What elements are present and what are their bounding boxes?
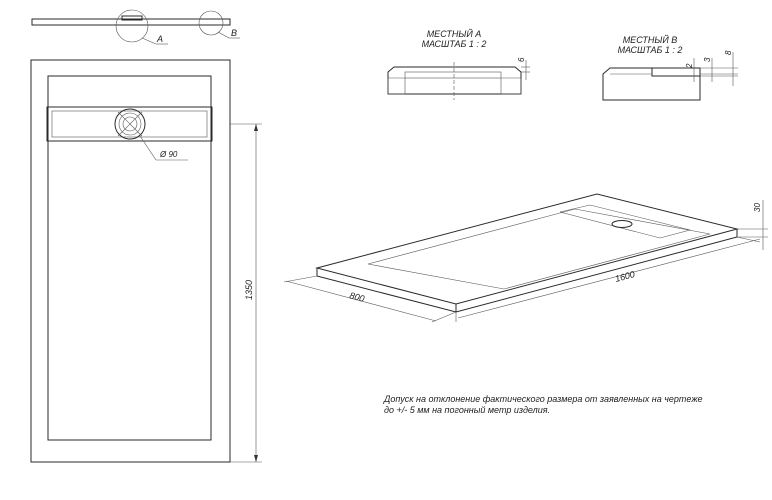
detail-b-dim-3: 8: [724, 50, 733, 55]
drain-circle: [114, 108, 146, 140]
detail-b-dim-2: 3: [703, 57, 712, 62]
callout-b-circle: [198, 10, 224, 36]
plan-view: Ø 90 1350: [30, 59, 262, 463]
iso-height-label: 30: [753, 203, 762, 212]
length-label: 1350: [244, 280, 254, 300]
iso-width-label: 800: [348, 290, 365, 304]
tolerance-note: Допуск на отклонение фактического размер…: [384, 394, 703, 415]
detail-a-dim: 6: [517, 57, 526, 62]
tray-outline: [30, 59, 231, 463]
detail-b-scale: МАСШТАБ 1 : 2: [618, 45, 683, 55]
callout-b-label: B: [231, 28, 237, 38]
detail-a: МЕСТНЫЙ А МАСШТАБ 1 : 2 6: [387, 28, 530, 100]
iso-top-face: [315, 193, 739, 305]
tray-inner: [47, 75, 212, 441]
detail-a-title: МЕСТНЫЙ А: [427, 28, 482, 39]
detail-a-scale: МАСШТАБ 1 : 2: [422, 39, 487, 49]
detail-b-dim-1: 2: [685, 63, 694, 69]
iso-length-label: 1600: [614, 269, 636, 284]
detail-b: МЕСТНЫЙ В МАСШТАБ 1 : 2 2 3 8: [602, 34, 738, 101]
isometric-view: 1600 800 30: [283, 193, 768, 323]
detail-b-title: МЕСТНЫЙ В: [623, 34, 678, 45]
callout-a-label: A: [156, 34, 163, 44]
drain-channel: [46, 106, 213, 142]
callout-a-circle: [115, 9, 149, 43]
drain-diameter-label: Ø 90: [159, 150, 178, 159]
side-view: A B: [31, 9, 240, 45]
